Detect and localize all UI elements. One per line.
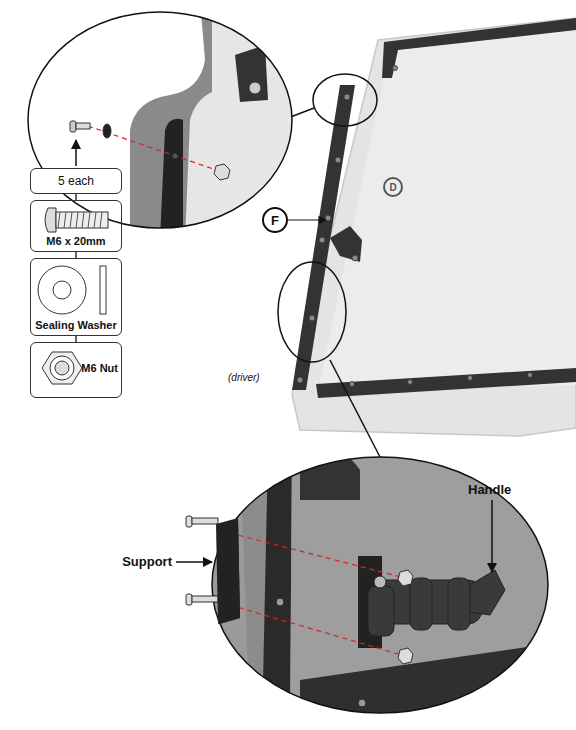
zoom-circle xyxy=(212,457,548,713)
part-label: Handle xyxy=(468,482,511,497)
leader-arrow xyxy=(75,140,77,166)
zoom-detail xyxy=(186,450,576,730)
support-plate xyxy=(216,518,240,624)
leader-arrow xyxy=(491,500,493,572)
side-note: (driver) xyxy=(228,372,260,383)
panel-marker: D xyxy=(383,177,403,197)
callout-letter: F xyxy=(262,207,288,233)
part-name: M6 Nut xyxy=(81,362,118,374)
part-box: M6 x 20mm xyxy=(30,200,122,252)
part-box: Sealing Washer xyxy=(30,258,122,336)
zoom-marker xyxy=(278,74,380,457)
part-name: 5 each xyxy=(58,174,94,188)
zoom-circle xyxy=(28,12,292,228)
door-panel xyxy=(292,18,576,436)
leader-line xyxy=(288,219,326,220)
part-box: M6 Nut xyxy=(30,342,122,398)
part-name: Sealing Washer xyxy=(35,319,117,331)
part-label: Support xyxy=(122,554,172,569)
callout-text: F xyxy=(271,213,279,228)
zoom-detail xyxy=(0,0,300,240)
part-picture xyxy=(38,208,108,384)
part-name: M6 x 20mm xyxy=(46,235,105,247)
quantity-box: 5 each xyxy=(30,168,122,194)
leader-arrow xyxy=(176,561,212,563)
bolt xyxy=(186,516,218,605)
callout-text: D xyxy=(389,182,396,193)
